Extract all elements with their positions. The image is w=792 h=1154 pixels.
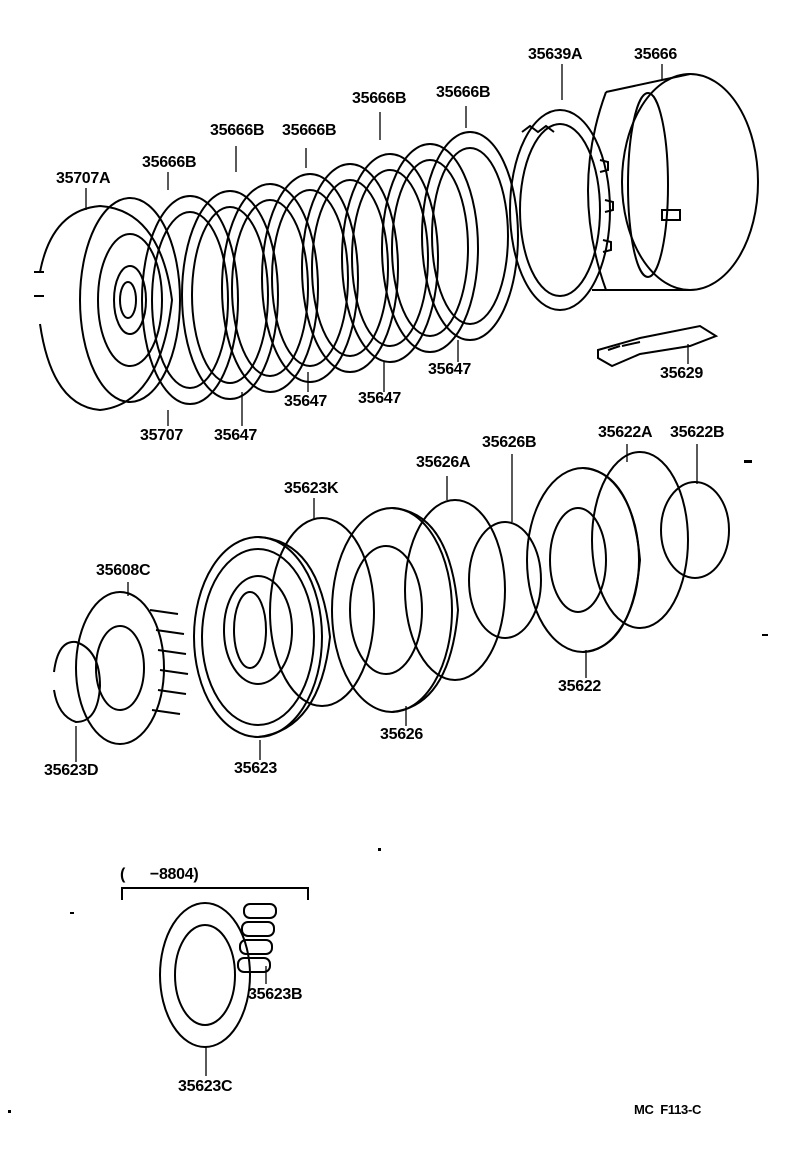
part-label-35666B: 35666B xyxy=(436,84,491,101)
part-label-35608C: 35608C xyxy=(96,562,151,579)
clutch-drum-35666 xyxy=(587,73,759,291)
part-label-35639A: 35639A xyxy=(528,46,583,63)
spring-set-35623B xyxy=(237,903,277,973)
seal-ring-35626B xyxy=(468,521,542,639)
spring-retainer-35608C xyxy=(75,591,189,745)
part-label-35666B: 35666B xyxy=(210,122,265,139)
part-label-35707A: 35707A xyxy=(56,170,111,187)
part-label-35622: 35622 xyxy=(558,678,601,695)
seal-ring-35623K xyxy=(269,517,375,707)
part-label-35623K: 35623K xyxy=(284,480,339,497)
figure-code: MC F113-C xyxy=(634,1102,702,1117)
part-label-35622A: 35622A xyxy=(598,424,653,441)
seal-ring-35626A xyxy=(404,499,506,681)
part-label-35629: 35629 xyxy=(660,365,703,382)
seal-ring-35622A xyxy=(591,451,689,629)
part-label-35622B: 35622B xyxy=(670,424,725,441)
part-label-35647: 35647 xyxy=(428,361,471,378)
piston-35622 xyxy=(526,467,642,653)
part-label-35623D: 35623D xyxy=(44,762,99,779)
part-label-35666B: 35666B xyxy=(142,154,197,171)
part-label-35707: 35707 xyxy=(140,427,183,444)
part-label-35666: 35666 xyxy=(634,46,677,63)
part-label-35647: 35647 xyxy=(214,427,257,444)
spring-retainer-35623C xyxy=(159,902,251,1048)
piston-35623 xyxy=(193,536,332,738)
piston-35626 xyxy=(331,507,460,713)
leader-lines xyxy=(75,64,698,1076)
snap-ring-35623D xyxy=(53,640,102,724)
model-range-label: ( −8804) xyxy=(120,866,199,883)
bracket-35629 xyxy=(597,324,719,368)
part-label-35626B: 35626B xyxy=(482,434,537,451)
part-label-35623B: 35623B xyxy=(248,986,303,1003)
part-label-35623: 35623 xyxy=(234,760,277,777)
front-hub-35707 xyxy=(79,197,181,403)
part-label-35623C: 35623C xyxy=(178,1078,233,1095)
stray-marks xyxy=(8,460,768,1113)
range-bracket xyxy=(121,887,309,900)
snap-ring-35707A xyxy=(34,204,174,412)
toothed-ring-35639A xyxy=(509,109,614,311)
part-label-35647: 35647 xyxy=(284,393,327,410)
seal-ring-35622B xyxy=(660,481,730,579)
part-label-35626: 35626 xyxy=(380,726,423,743)
part-label-35666B: 35666B xyxy=(352,90,407,107)
part-label-35626A: 35626A xyxy=(416,454,471,471)
part-label-35647: 35647 xyxy=(358,390,401,407)
part-label-35666B: 35666B xyxy=(282,122,337,139)
clutch-plate-stack xyxy=(141,131,519,405)
